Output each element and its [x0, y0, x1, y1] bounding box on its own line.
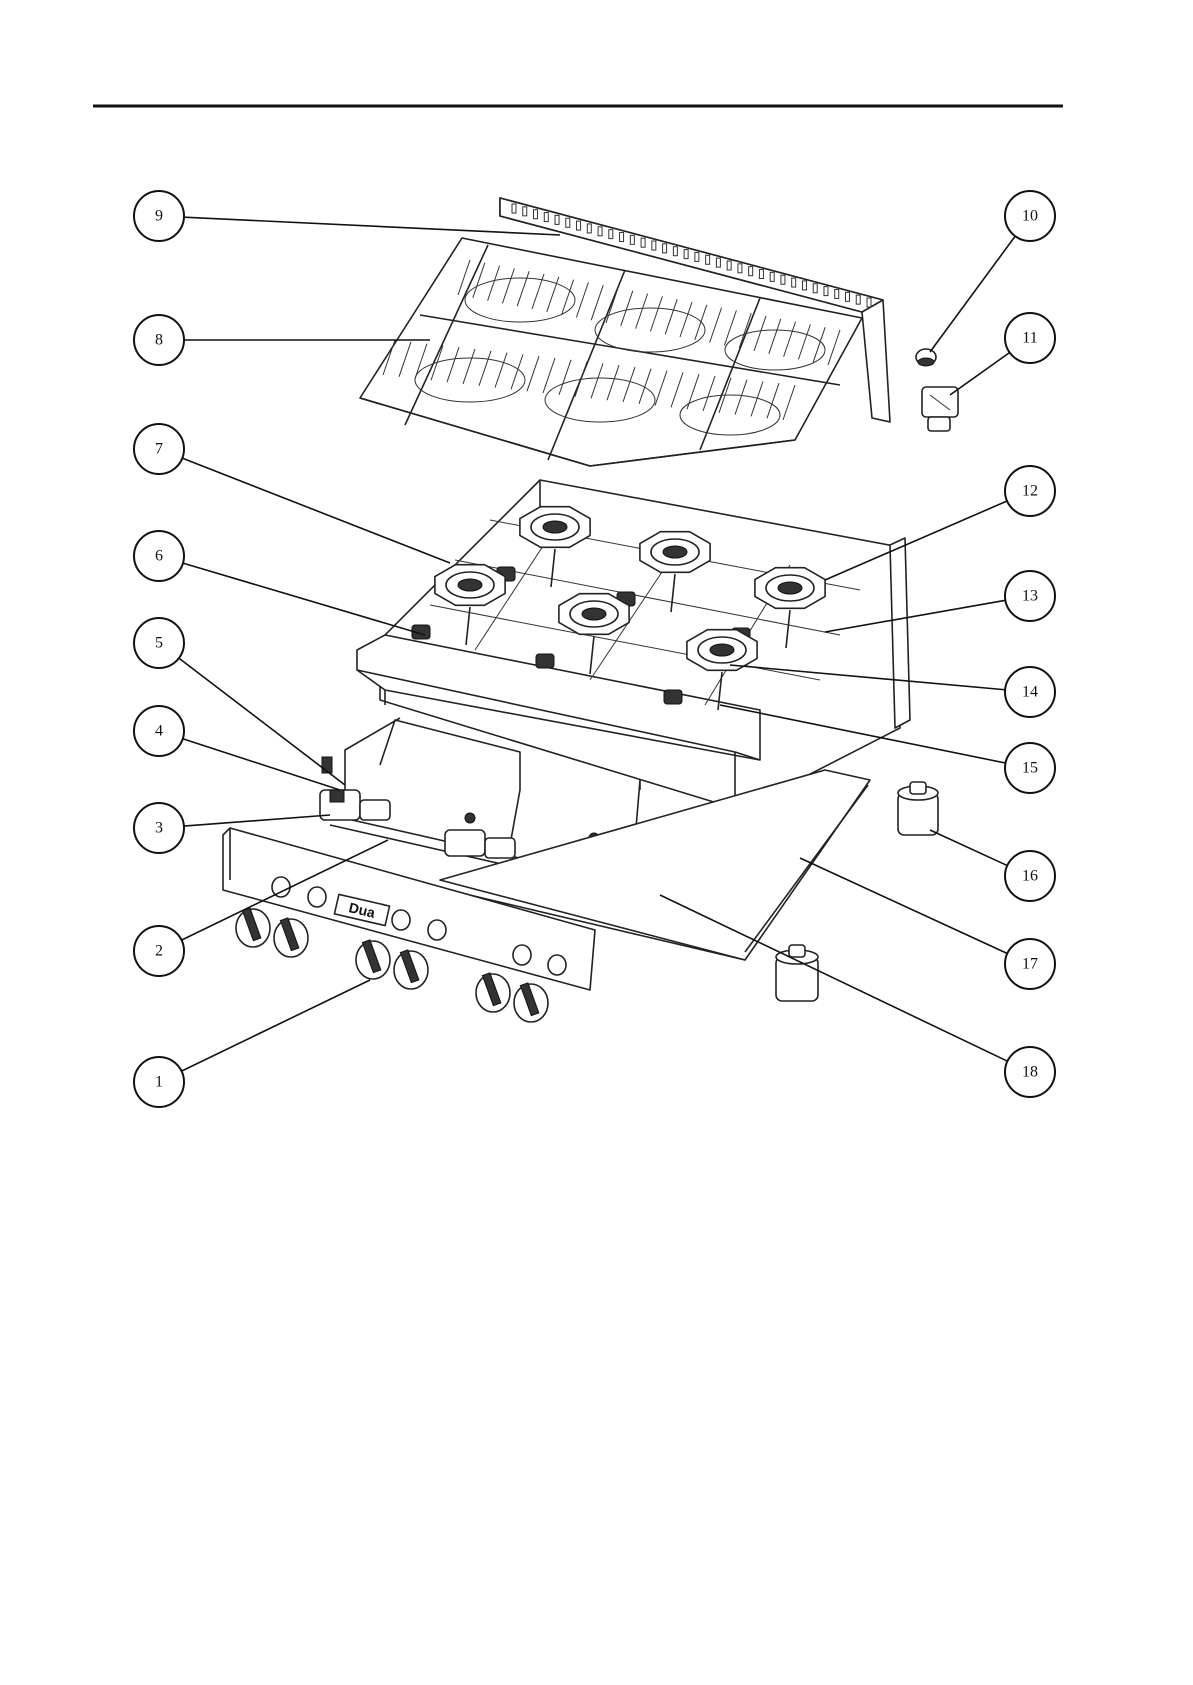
- control-knob: [514, 983, 548, 1022]
- callout-16: 16: [1005, 851, 1055, 901]
- leader-line-17: [800, 858, 1007, 954]
- callout-11: 11: [1005, 313, 1055, 363]
- callout-6: 6: [134, 531, 184, 581]
- leader-line-10: [930, 236, 1015, 352]
- callout-13: 13: [1005, 571, 1055, 621]
- callout-label: 17: [1022, 956, 1038, 973]
- callout-17: 17: [1005, 939, 1055, 989]
- callout-label: 11: [1022, 330, 1037, 347]
- callout-label: 6: [155, 548, 163, 565]
- leader-line-11: [950, 353, 1010, 395]
- callout-label: 12: [1022, 483, 1038, 500]
- control-knob: [274, 918, 308, 957]
- callout-5: 5: [134, 618, 184, 668]
- control-knob: [394, 950, 428, 989]
- control-knob: [476, 973, 510, 1012]
- leader-line-9: [184, 217, 560, 235]
- callout-label: 8: [155, 332, 163, 349]
- callout-8: 8: [134, 315, 184, 365]
- leader-line-6: [183, 563, 425, 635]
- leader-line-16: [930, 830, 1007, 866]
- leader-line-1: [182, 980, 370, 1071]
- burner-orifice: [664, 690, 682, 704]
- callout-12: 12: [1005, 466, 1055, 516]
- callout-label: 9: [155, 208, 163, 225]
- callout-label: 15: [1022, 760, 1038, 777]
- callout-label: 13: [1022, 588, 1038, 605]
- callout-14: 14: [1005, 667, 1055, 717]
- callout-7: 7: [134, 424, 184, 474]
- callout-label: 14: [1022, 684, 1038, 701]
- leader-line-5: [179, 658, 345, 785]
- callout-15: 15: [1005, 743, 1055, 793]
- callout-3: 3: [134, 803, 184, 853]
- leader-line-4: [183, 739, 340, 790]
- grates: [360, 238, 862, 466]
- callout-label: 10: [1022, 208, 1038, 225]
- leader-line-3: [184, 815, 330, 826]
- burner-orifice: [536, 654, 554, 668]
- callout-2: 2: [134, 926, 184, 976]
- callout-label: 3: [155, 820, 163, 837]
- callout-label: 5: [155, 635, 163, 652]
- control-knob: [356, 940, 390, 979]
- callout-10: 10: [1005, 191, 1055, 241]
- burner-box: [357, 480, 910, 815]
- callout-label: 2: [155, 943, 163, 960]
- callout-label: 4: [155, 723, 163, 740]
- callout-label: 1: [155, 1074, 163, 1091]
- callout-1: 1: [134, 1057, 184, 1107]
- igniter-switch-part: [916, 349, 936, 366]
- leader-line-18: [660, 895, 1007, 1061]
- leader-line-7: [182, 458, 450, 563]
- callout-18: 18: [1005, 1047, 1055, 1097]
- cylinder-part-16: [898, 782, 938, 835]
- callout-label: 18: [1022, 1064, 1038, 1081]
- callout-9: 9: [134, 191, 184, 241]
- callout-label: 16: [1022, 868, 1038, 885]
- control-knob: [236, 908, 270, 947]
- callout-4: 4: [134, 706, 184, 756]
- callout-label: 7: [155, 441, 163, 458]
